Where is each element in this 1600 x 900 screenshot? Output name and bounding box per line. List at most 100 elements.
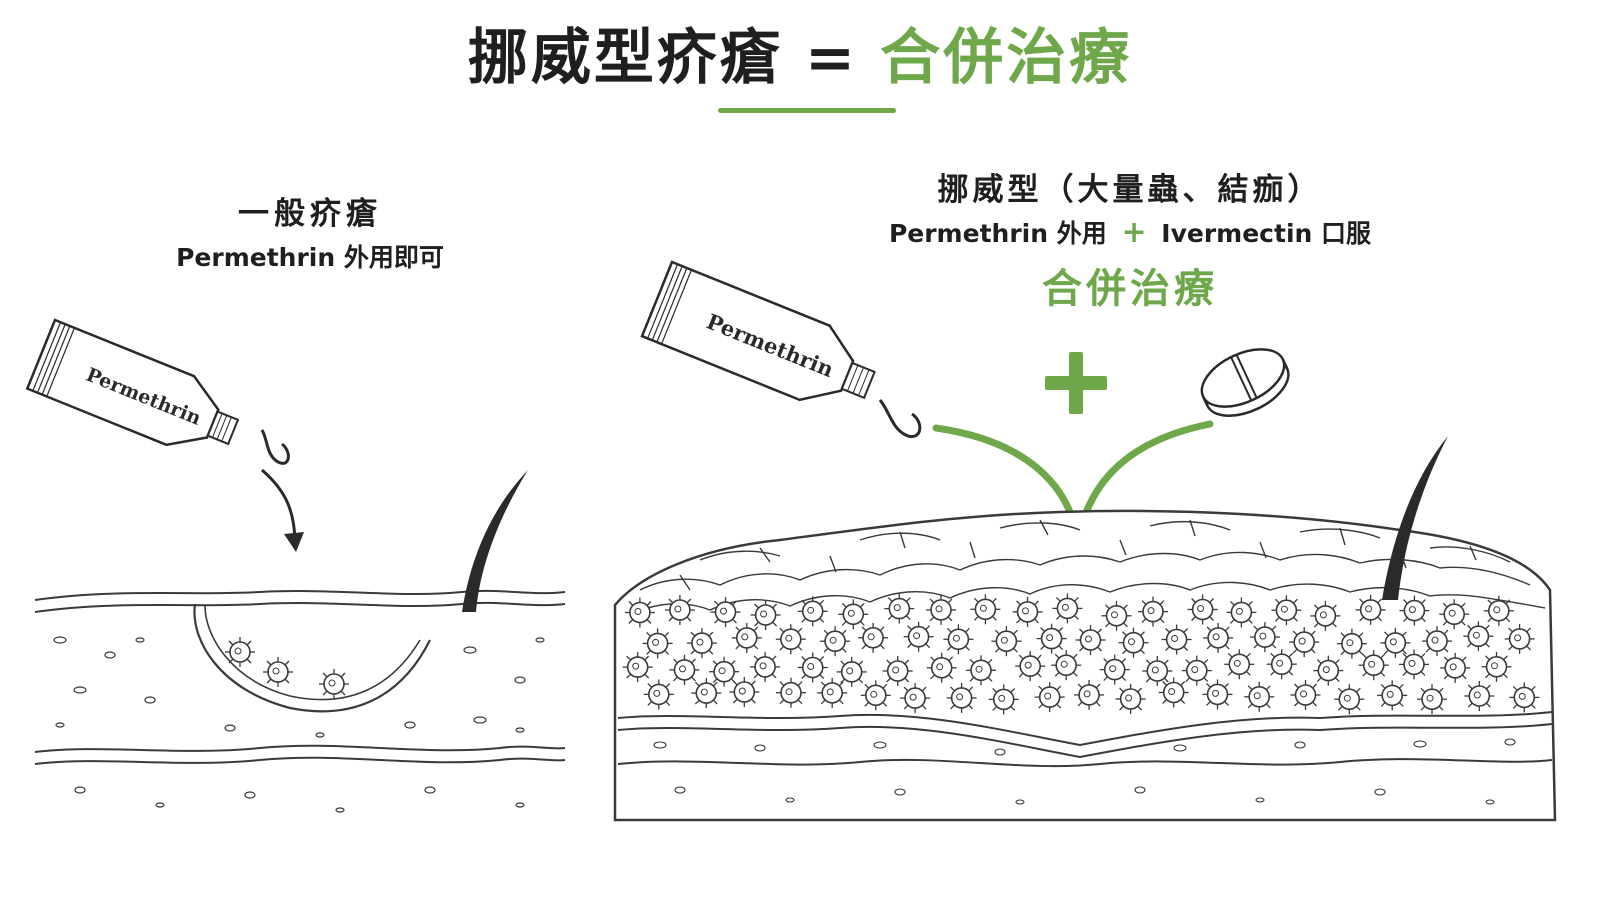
mite-icon: [1463, 680, 1496, 712]
mite-icon: [987, 683, 1020, 716]
mite-icon: [1288, 626, 1320, 658]
mite-icon: [816, 677, 849, 709]
cream-drip-right: [878, 399, 922, 439]
mite-icon: [1508, 681, 1541, 714]
mite-icon: [796, 651, 829, 684]
mite-icon: [1438, 598, 1470, 631]
mite-icon: [1249, 621, 1281, 653]
mite-icon: [1398, 594, 1431, 627]
right-sub-topical: Permethrin 外用: [888, 219, 1107, 248]
plus-icon: [1045, 352, 1107, 414]
mite-icon: [1289, 679, 1322, 711]
mite-icon: [902, 620, 935, 653]
mite-icon: [1333, 683, 1366, 716]
mite-icon: [224, 636, 256, 668]
mite-icon: [1014, 650, 1046, 682]
mite-icon: [1033, 681, 1066, 713]
mite-icon: [1051, 592, 1084, 625]
mite-icon: [1073, 679, 1105, 711]
arrow-down-icon: [261, 468, 304, 552]
mite-icon: [1201, 678, 1234, 711]
mite-icon: [728, 676, 761, 708]
mite-icon: [621, 651, 654, 683]
mite-icon: [1223, 648, 1256, 681]
mite-icon: [1376, 679, 1408, 712]
right-panel-subheading: Permethrin 外用 + Ivermectin 口服: [880, 214, 1380, 250]
mite-icon: [318, 668, 350, 700]
mite-icon: [969, 593, 1002, 626]
mite-icon: [859, 679, 892, 712]
mite-icon: [1100, 599, 1133, 632]
right-panel-heading: 挪威型（大量蟲、結痂）: [937, 172, 1323, 208]
mite-icon: [686, 627, 718, 659]
mite-icon: [883, 592, 916, 625]
mite-icon: [1186, 593, 1219, 626]
right-sub-plus: +: [1121, 215, 1147, 250]
mite-icon: [690, 677, 723, 709]
cream-drip-left: [260, 429, 290, 465]
mite-icon: [1480, 650, 1513, 683]
normal-skin-diagram: [34, 589, 566, 813]
mite-icon: [1117, 626, 1150, 659]
mite-icon: [857, 621, 889, 654]
mite-icon: [796, 595, 829, 628]
page-title: 挪威型疥瘡=合併治療: [0, 22, 1600, 94]
mite-icon: [1160, 623, 1193, 656]
mite-icon: [262, 656, 294, 688]
mite-icon: [881, 655, 914, 687]
mite-icon: [1462, 620, 1495, 653]
mite-icon: [1270, 594, 1303, 627]
mite-icon: [837, 598, 870, 631]
mite-icon: [1312, 654, 1345, 687]
crusted-skin-diagram: [613, 509, 1557, 822]
mite-icon: [641, 627, 674, 660]
mite-icon: [899, 682, 931, 714]
mite-icon: [1225, 596, 1258, 629]
mite-icon: [1202, 622, 1234, 654]
mite-icon: [819, 625, 851, 658]
mite-icon: [1336, 627, 1368, 660]
mite-icon: [642, 678, 675, 711]
mite-icon: [1309, 600, 1342, 632]
mite-icon: [1398, 648, 1430, 681]
mite-icon: [835, 656, 868, 688]
mite-icon: [774, 623, 807, 656]
mite-icon: [1181, 654, 1213, 687]
mite-icon: [624, 596, 656, 629]
mite-icon: [1074, 624, 1107, 656]
mite-icon: [668, 654, 701, 686]
mite-icon: [1050, 649, 1082, 682]
mite-icon: [945, 682, 978, 714]
mite-icon: [1503, 623, 1536, 655]
mite-icon: [1354, 594, 1387, 626]
hair-icon-left: [462, 470, 528, 612]
mite-icon: [730, 622, 763, 654]
pill-tablet-icon: [1200, 348, 1290, 417]
mite-icon: [775, 676, 807, 709]
mite-icon: [1483, 594, 1515, 627]
mite-icon: [1098, 653, 1131, 686]
mite-icon: [1011, 596, 1044, 628]
mite-icon: [1357, 649, 1390, 682]
mite-icon: [749, 599, 782, 631]
right-sub-oral: Ivermectin 口服: [1161, 219, 1372, 248]
mite-icon: [925, 651, 958, 684]
mite-icon: [1141, 655, 1174, 687]
mite-icon: [1265, 648, 1298, 681]
right-panel-result: 合併治療: [1042, 266, 1218, 312]
title-right: 合併治療: [880, 23, 1133, 93]
mite-icon: [749, 651, 781, 683]
mite-icon: [1137, 595, 1169, 628]
mite-icon: [1035, 622, 1068, 655]
title-equals: =: [804, 23, 859, 93]
title-underline: [718, 108, 896, 113]
mite-icon: [1416, 683, 1448, 716]
mite-icon: [990, 625, 1023, 658]
cream-tube-icon-right: Permethrin: [640, 260, 876, 402]
left-panel-subheading: Permethrin 外用即可: [176, 243, 444, 272]
left-panel-heading: 一般疥瘡: [238, 196, 382, 232]
cream-tube-icon-left: Permethrin: [25, 318, 240, 447]
mite-icon: [1439, 652, 1471, 684]
mite-icon: [1157, 676, 1190, 709]
